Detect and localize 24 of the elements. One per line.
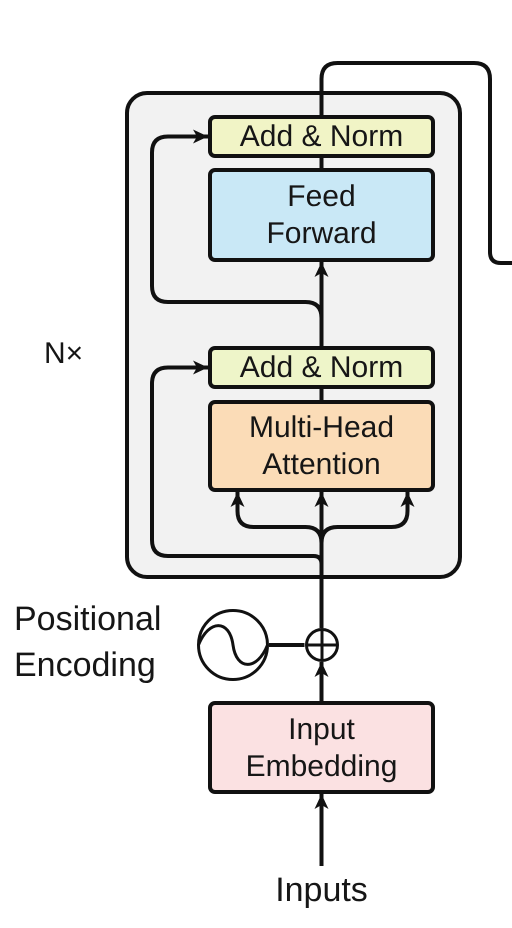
- connector-line: [320, 158, 324, 168]
- layer-label: Multi-Head Attention: [248, 410, 396, 483]
- layer-label: Input Embedding: [244, 712, 398, 784]
- sine-wave-circle: [197, 609, 269, 681]
- arrow: [314, 662, 328, 701]
- addition-circle: [304, 628, 338, 662]
- layer-label: Feed Forward: [265, 179, 378, 252]
- process-box: [208, 168, 435, 262]
- connector-line: [320, 572, 324, 628]
- side-label: Positional Encoding: [14, 599, 162, 686]
- connector-line: [320, 61, 512, 265]
- process-box: [208, 346, 435, 389]
- process-box: [208, 115, 435, 158]
- process-box: [208, 400, 435, 492]
- layer-label: Add & Norm: [240, 350, 404, 386]
- layer-label: Add & Norm: [240, 119, 404, 155]
- arrow: [314, 794, 328, 866]
- arrow: [150, 360, 324, 572]
- side-label: N×: [44, 336, 84, 372]
- connector-line: [320, 389, 324, 400]
- connector-line: [269, 643, 304, 647]
- text-label: Inputs: [262, 866, 382, 914]
- process-box: [208, 701, 435, 794]
- arrow: [150, 130, 324, 346]
